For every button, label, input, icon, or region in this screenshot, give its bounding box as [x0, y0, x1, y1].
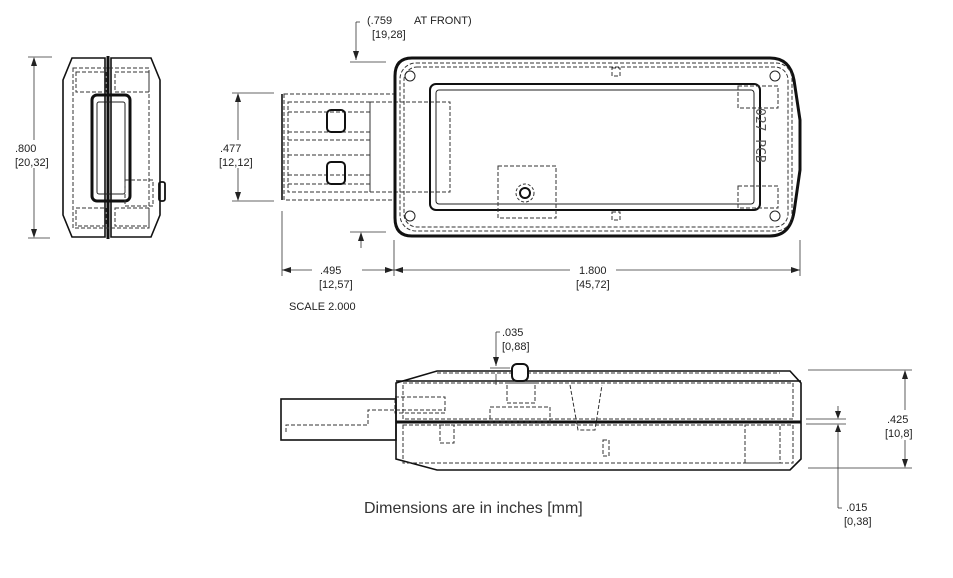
side-view: .800 [20,32] [15, 56, 166, 239]
pcb-label: 027 PCB [752, 108, 767, 163]
plug-width-dim-mm: [12,12] [219, 157, 253, 169]
units-note: Dimensions are in inches [mm] [364, 500, 583, 517]
plug-length-dim-mm: [12,57] [319, 279, 353, 291]
side-height-dim-mm: [20,32] [15, 157, 49, 169]
front-dim-mm: [19,28] [372, 29, 406, 41]
height-dim-mm: [10,8] [885, 428, 913, 440]
front-dim-note: AT FRONT) [414, 15, 472, 27]
length-dim: 1.800 [579, 265, 607, 277]
gap-dim: .015 [846, 502, 867, 514]
scale-label: SCALE 2.000 [289, 301, 356, 313]
front-dim: (.759 [367, 15, 392, 27]
front-view: .035 [0,88] .425 [10,8] .015 [0,38] [280, 327, 913, 528]
gap-dim-mm: [0,38] [844, 516, 872, 528]
plug-length-dim: .495 [320, 265, 341, 277]
button-dim-mm: [0,88] [502, 341, 530, 353]
button-dim: .035 [502, 327, 523, 339]
height-dim: .425 [887, 414, 908, 426]
top-view: 027 PCB (.759 AT FRONT) [19,28] .477 [12… [219, 15, 802, 313]
length-dim-mm: [45,72] [576, 279, 610, 291]
plug-width-dim: .477 [220, 143, 241, 155]
side-height-dim: .800 [15, 143, 36, 155]
